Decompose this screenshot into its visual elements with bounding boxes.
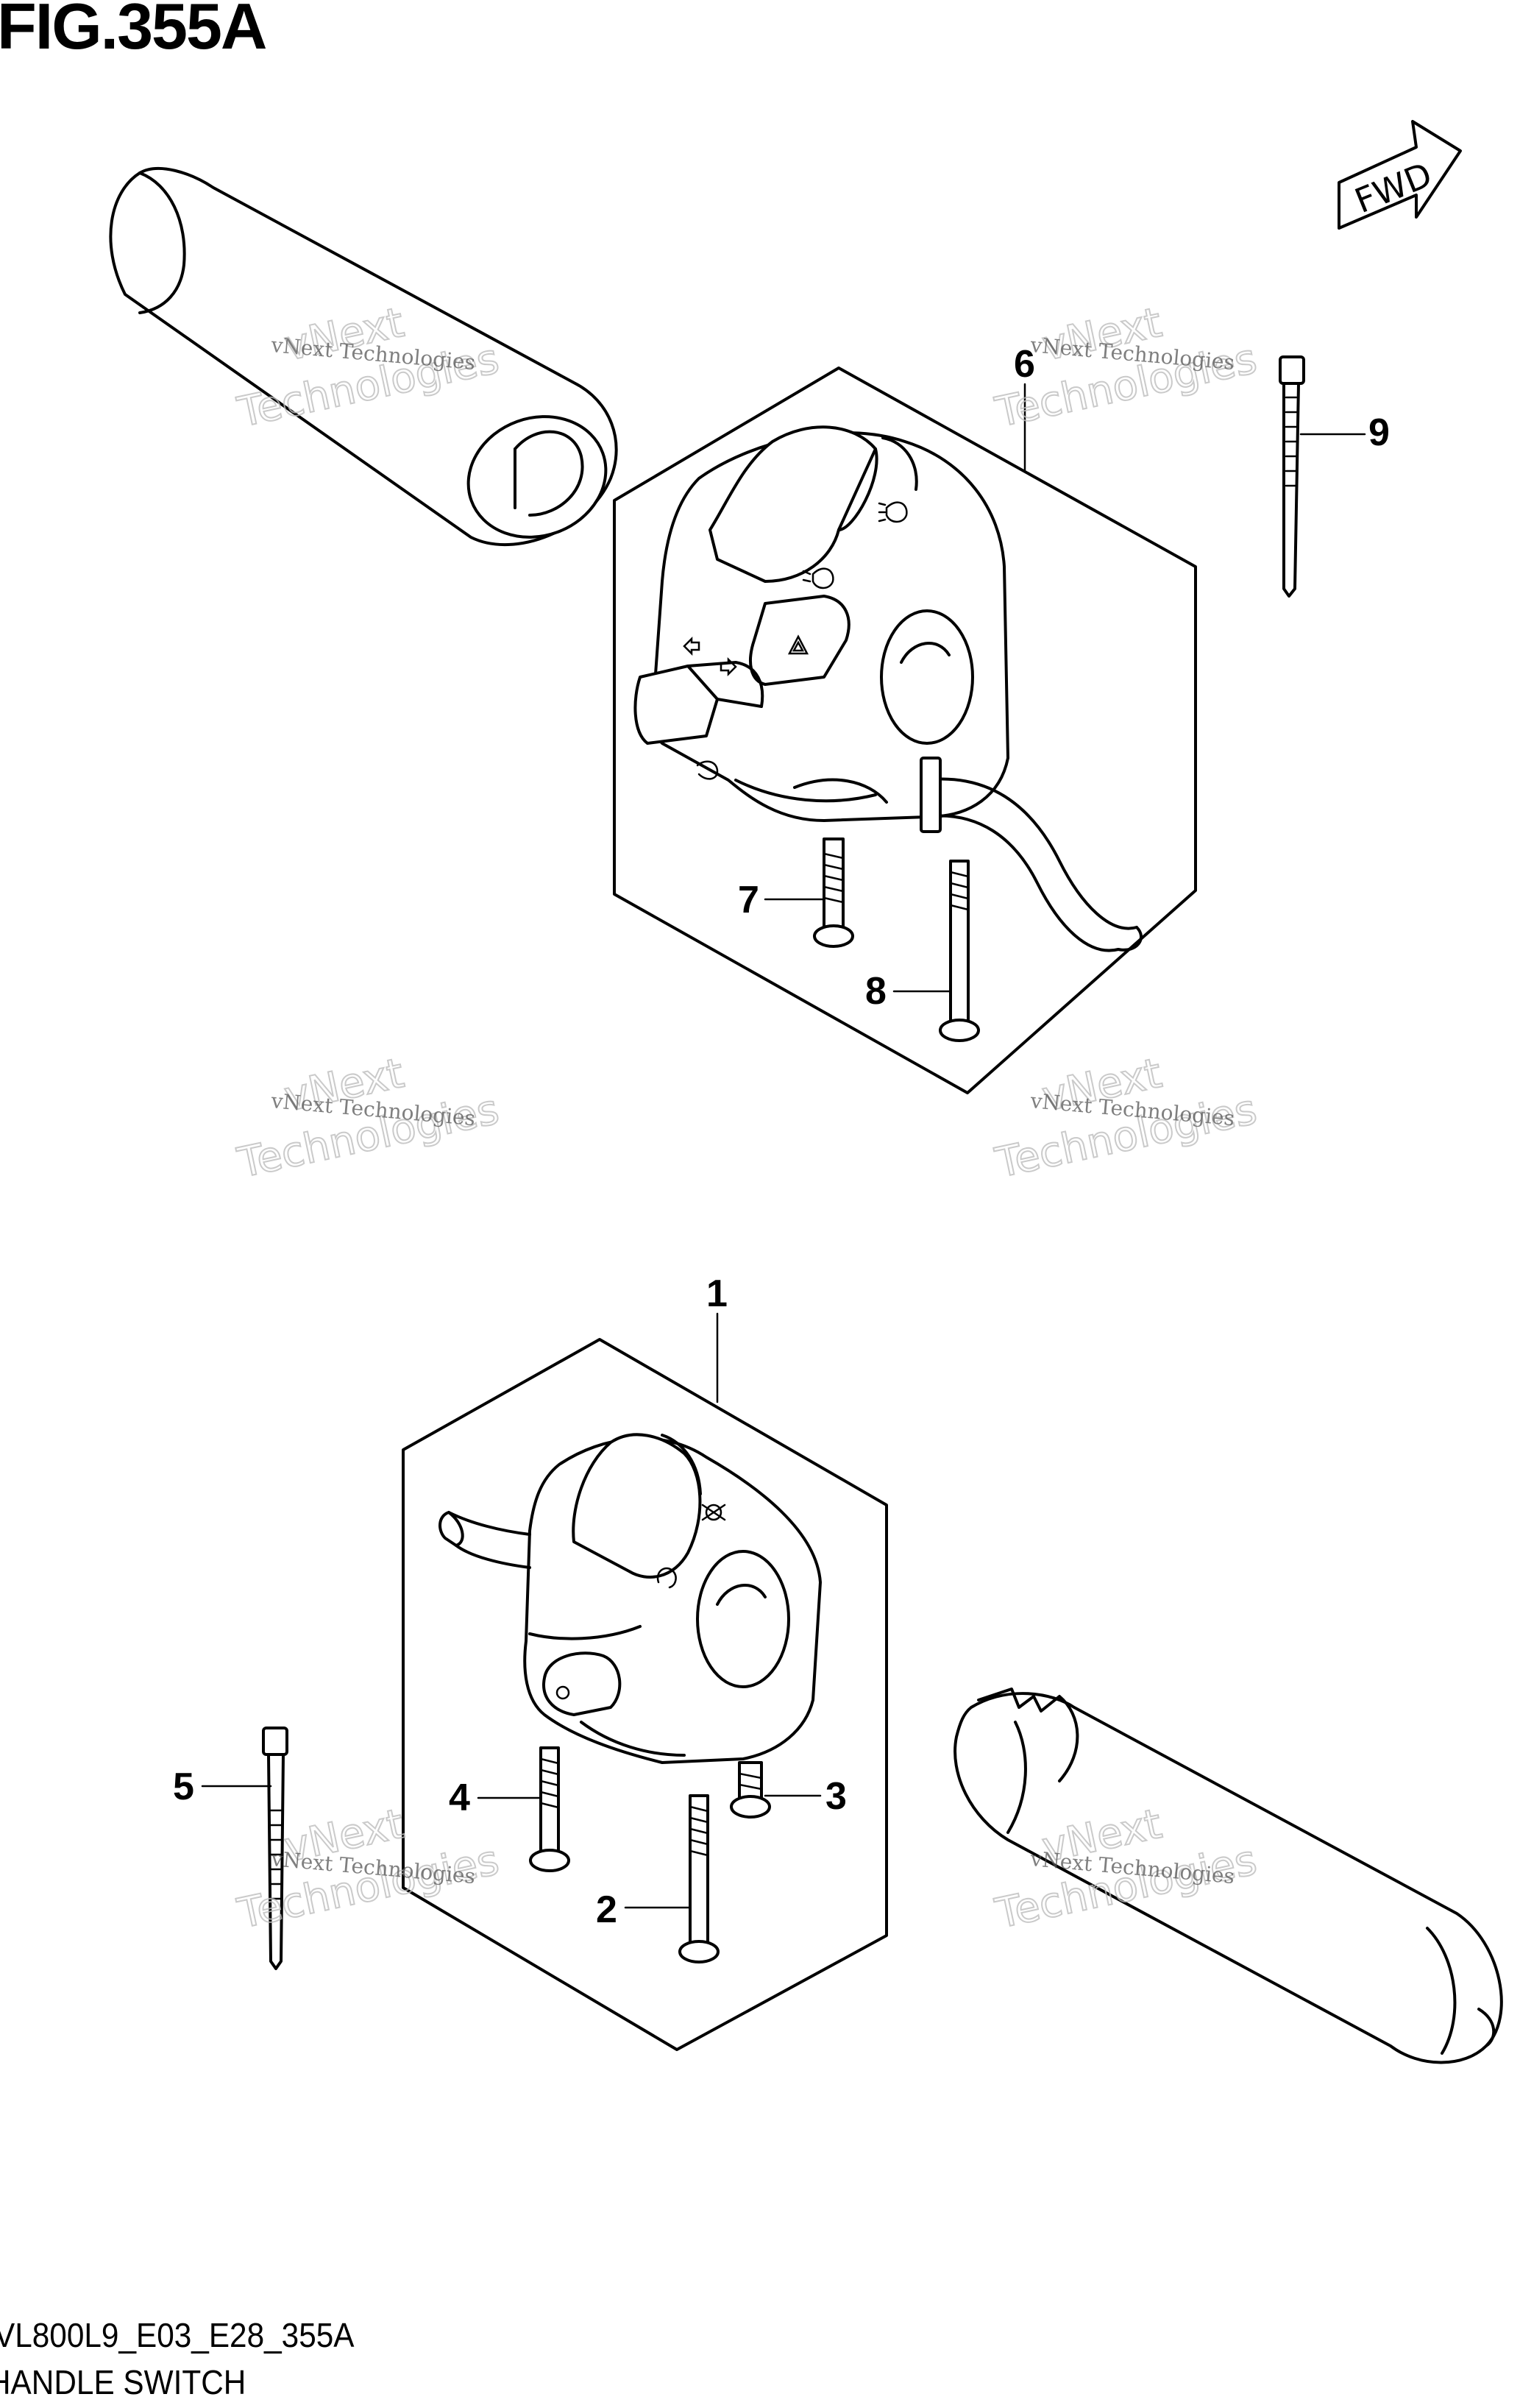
starter-icon bbox=[696, 760, 719, 780]
fwd-arrow-icon: FWD bbox=[1338, 120, 1462, 230]
headlight-low-icon bbox=[802, 567, 834, 589]
left-handle-switch bbox=[523, 1433, 822, 1764]
right-handle-switch bbox=[633, 425, 1009, 822]
callout-9: 9 bbox=[1368, 411, 1390, 454]
hazard-icon bbox=[787, 634, 809, 655]
headlight-icon bbox=[878, 501, 908, 523]
callout-7: 7 bbox=[738, 879, 759, 921]
switch-cable-lower bbox=[438, 1511, 531, 1569]
cable-tie-5 bbox=[262, 1727, 288, 1970]
callout-6: 6 bbox=[1014, 343, 1035, 386]
right-grip-lower bbox=[953, 1688, 1503, 2064]
figure-code: VL800L9_E03_E28_355A bbox=[0, 2316, 355, 2354]
engine-stop-icon bbox=[701, 1504, 726, 1521]
screw-4 bbox=[529, 1746, 570, 1872]
upper-assembly-box bbox=[613, 366, 1197, 1094]
screw-2 bbox=[678, 1794, 720, 1963]
figure-title: FIG.355A bbox=[0, 0, 267, 63]
turn-signal-icon bbox=[683, 636, 737, 677]
callout-8: 8 bbox=[865, 970, 887, 1013]
leader-lines bbox=[201, 383, 1366, 1909]
callout-2: 2 bbox=[596, 1888, 617, 1931]
callout-1: 1 bbox=[706, 1272, 728, 1315]
callout-4: 4 bbox=[449, 1777, 470, 1819]
horn-icon bbox=[656, 1567, 677, 1589]
callout-3: 3 bbox=[825, 1775, 847, 1818]
screw-8 bbox=[939, 860, 980, 1042]
screw-3 bbox=[730, 1761, 771, 1819]
callout-5: 5 bbox=[173, 1766, 194, 1808]
figure-name: HANDLE SWITCH bbox=[0, 2363, 246, 2401]
left-grip-upper bbox=[109, 166, 618, 546]
switch-cable-upper bbox=[920, 757, 1143, 952]
lower-assembly-box bbox=[402, 1338, 888, 2051]
screw-7 bbox=[813, 838, 854, 948]
cable-tie-9 bbox=[1279, 355, 1305, 598]
